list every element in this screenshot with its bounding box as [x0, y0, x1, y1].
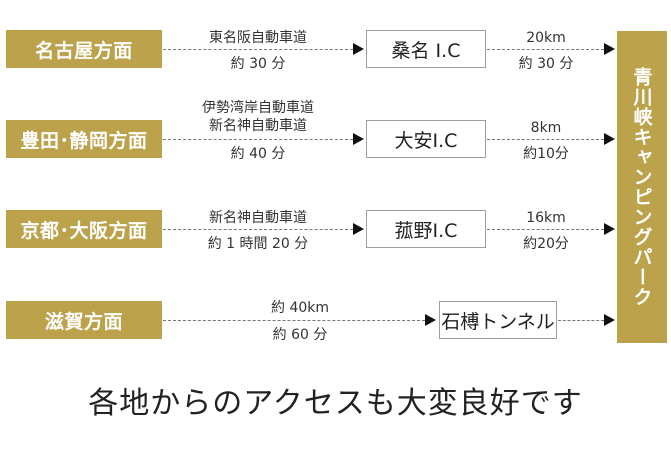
arrow-icon — [604, 314, 615, 326]
ic-distance: 20km — [526, 30, 566, 46]
ic-komono: 菰野I.C — [366, 210, 486, 248]
arrow-icon — [353, 43, 364, 55]
road-name: 伊勢湾岸自動車道 — [202, 100, 314, 116]
road-name: 新名神自動車道 — [209, 118, 307, 134]
ic-distance: 16km — [526, 210, 566, 226]
arrow-icon — [353, 223, 364, 235]
route-line — [163, 49, 353, 50]
road-time: 約 1 時間 20 分 — [207, 236, 309, 252]
road-time: 約 40 分 — [230, 146, 286, 162]
ic-daian: 大安I.C — [366, 120, 486, 158]
origin-shiga: 滋賀方面 — [6, 301, 162, 339]
ic-time: 約10分 — [523, 146, 569, 162]
road-name: 新名神自動車道 — [209, 210, 307, 226]
arrow-icon — [425, 314, 436, 326]
origin-kyoto-osaka: 京都･大阪方面 — [6, 210, 162, 248]
arrow-icon — [604, 43, 615, 55]
origin-nagoya: 名古屋方面 — [6, 30, 162, 68]
road-distance: 約 40km — [270, 300, 330, 316]
destination-banner: 青川峡キャンピングパーク — [617, 31, 667, 343]
route-line — [487, 49, 604, 50]
route-line — [163, 139, 353, 140]
ic-time: 約 30 分 — [518, 56, 574, 72]
ic-kuwana: 桑名 I.C — [366, 30, 486, 68]
ic-distance: 8km — [530, 120, 562, 136]
route-line — [558, 320, 604, 321]
route-line — [163, 229, 353, 230]
ic-time: 約20分 — [523, 236, 569, 252]
arrow-icon — [604, 223, 615, 235]
road-name: 東名阪自動車道 — [209, 30, 307, 46]
route-line — [487, 229, 604, 230]
road-time: 約 30 分 — [230, 56, 286, 72]
route-line — [163, 320, 425, 321]
tagline: 各地からのアクセスも大変良好です — [88, 386, 583, 421]
arrow-icon — [604, 133, 615, 145]
arrow-icon — [353, 133, 364, 145]
origin-toyota-shizuoka: 豊田･静岡方面 — [6, 120, 162, 158]
road-time: 約 60 分 — [272, 327, 328, 343]
route-line — [487, 139, 604, 140]
ishigure-tunnel: 石榑トンネル — [439, 301, 557, 339]
